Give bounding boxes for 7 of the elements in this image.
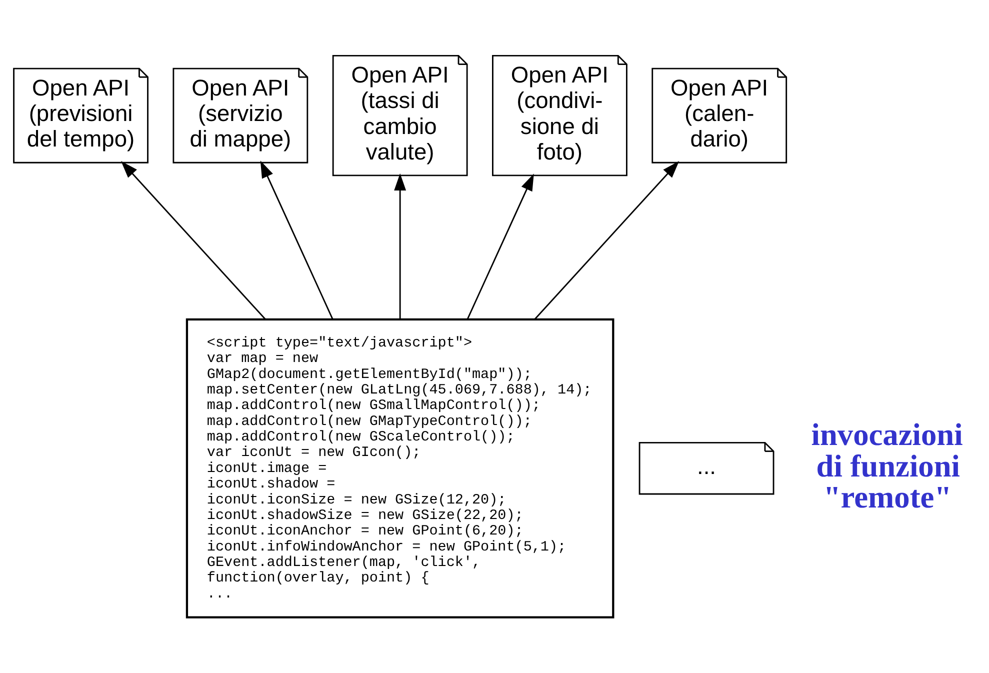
arrow <box>466 174 534 320</box>
node-box: <script type="text/javascript"> var map = new GMap2(document.getElementById("map")); map.setCenter(new GLatLng(45.069,7.688), 14); map.addControl(new GSmallMapControl()); map.addControl(new GMapTypeControl()); map.addControl(new GScaleControl()); var iconUt = new GIcon(); iconUt.image = iconUt.shadow = iconUt.iconSize = new GSize(12,20); iconUt.shadowSize = new GSize(22,20); iconUt.iconAnchor = new GPoint(6,20); iconUt.infoWindowAnchor = new GPoint(5,1); GEvent.addListener(map, 'click', function(overlay, point) { ... <box>186 318 614 618</box>
arrow <box>394 173 406 320</box>
arrow <box>260 160 334 320</box>
arrow <box>120 161 266 320</box>
arrow <box>534 161 680 320</box>
label: invocazioni di funzioni "remote" <box>811 416 963 515</box>
